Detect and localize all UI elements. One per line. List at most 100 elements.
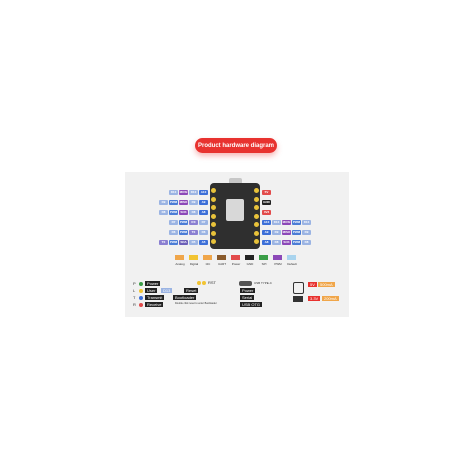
legend-label: Digital: [189, 262, 199, 266]
left-pin-label: A8: [199, 210, 208, 215]
led-icon: [139, 302, 143, 307]
legend-swatch: [273, 255, 282, 260]
left-pin-label: D10: [169, 190, 178, 195]
left-pin-label: D7: [199, 220, 208, 225]
usb-otg-tag: USB OTG: [240, 302, 263, 307]
legend-label: Analog: [175, 262, 185, 266]
rst-dot-icon-2: [202, 281, 206, 285]
left-pin-label: D7: [169, 220, 178, 225]
led-letter: L: [133, 288, 136, 293]
left-pin-label: MOSI: [179, 190, 188, 195]
usb-type-label: USB TYPE-C: [254, 281, 272, 285]
bootloader-tag: Bootloader: [173, 295, 197, 300]
right-pin-label: PWM: [292, 220, 301, 225]
legend-label: UART: [217, 262, 227, 266]
legend-swatch: [245, 255, 254, 260]
left-pin-label: PWM: [169, 210, 178, 215]
right-pin-label: PWM: [292, 230, 301, 235]
left-pin-label: PWM: [169, 240, 178, 245]
legend-label: Default: [287, 262, 297, 266]
left-pin-label: D6: [199, 230, 208, 235]
pin-pad: [254, 222, 259, 227]
left-pin-label: D6: [169, 230, 178, 235]
right-pin-label: A8: [262, 240, 271, 245]
left-pin-label: D5: [189, 240, 198, 245]
right-pin-label: D10: [272, 220, 281, 225]
left-pin-label: RX: [189, 220, 198, 225]
chip-shield: [226, 199, 244, 221]
left-pin-label: A5: [199, 240, 208, 245]
chip-icon: [293, 296, 303, 302]
legend-swatch: [231, 255, 240, 260]
left-pin-label: PWM: [179, 220, 188, 225]
led-extra-tag: D13: [161, 288, 173, 293]
legend-swatch: [217, 255, 226, 260]
pin-pad: [254, 205, 259, 210]
pin-pad: [211, 230, 216, 236]
right-pin-label: GND: [262, 200, 271, 205]
legend-label: SPI: [261, 262, 267, 266]
right-pin-label: A9: [262, 230, 271, 235]
pin-pad: [211, 196, 216, 202]
power-volt-tag: 3.3V: [308, 296, 321, 301]
led-tag: Power: [145, 281, 161, 286]
pin-pad: [211, 205, 216, 210]
led-letter: R: [133, 302, 136, 307]
left-pin-label: TX: [159, 240, 168, 245]
pin-pad: [254, 188, 259, 193]
pin-pad: [211, 222, 216, 227]
legend-swatch: [203, 255, 212, 260]
pin-pad: [211, 213, 216, 219]
boot-note: Double click reset to enter Bootloader: [175, 302, 217, 305]
power-current-tag: 500mA: [318, 282, 335, 287]
pin-pad: [211, 239, 216, 244]
led-tag: Receive: [145, 302, 164, 307]
right-pin-label: D8: [272, 240, 281, 245]
legend-swatch: [287, 255, 296, 260]
right-pin-label: A10: [262, 220, 271, 225]
led-letter: P: [133, 281, 136, 286]
led-letter: T: [133, 295, 136, 300]
led-icon: [139, 295, 143, 300]
reset-tag: Reset: [184, 288, 199, 293]
power-volt-tag: 5V: [308, 282, 317, 287]
left-pin-label: D10: [189, 190, 198, 195]
pin-pad: [211, 188, 216, 193]
right-pin-label: 5V: [262, 190, 271, 195]
usb-serial-tag: Serial: [240, 295, 255, 300]
left-pin-label: A9: [199, 200, 208, 205]
right-pin-label: D9: [302, 230, 311, 235]
right-pin-label: PWM: [292, 240, 301, 245]
legend-swatch: [189, 255, 198, 260]
left-pin-label: PWM: [179, 230, 188, 235]
left-pin-label: PWM: [169, 200, 178, 205]
right-pin-label: D10: [302, 220, 311, 225]
right-pin-label: 3V3: [262, 210, 271, 215]
pin-pad: [254, 239, 259, 244]
usb-icon: [239, 281, 252, 286]
usb-c-connector: [229, 178, 242, 187]
pin-pad: [254, 196, 259, 202]
power-current-tag: 200mA: [322, 296, 339, 301]
legend-swatch: [259, 255, 268, 260]
board-image: [210, 183, 260, 249]
right-pin-label: SCK: [282, 240, 291, 245]
left-pin-label: A10: [199, 190, 208, 195]
left-pin-label: D9: [159, 200, 168, 205]
legend-label: Power: [231, 262, 241, 266]
led-tag: User: [145, 288, 158, 293]
legend-swatch: [175, 255, 184, 260]
right-pin-label: MISO: [282, 230, 291, 235]
legend-label: I2C: [205, 262, 211, 266]
legend-label: PWM: [274, 262, 282, 266]
left-pin-label: D8: [159, 210, 168, 215]
led-icon: [139, 288, 143, 293]
pin-pad: [254, 213, 259, 219]
left-pin-label: D8: [189, 210, 198, 215]
left-pin-label: D9: [189, 200, 198, 205]
legend-label: GND: [246, 262, 254, 266]
led-tag: Transmit: [145, 295, 165, 300]
pin-pad: [254, 230, 259, 236]
left-pin-label: SDA: [179, 240, 188, 245]
right-pin-label: D9: [272, 230, 281, 235]
